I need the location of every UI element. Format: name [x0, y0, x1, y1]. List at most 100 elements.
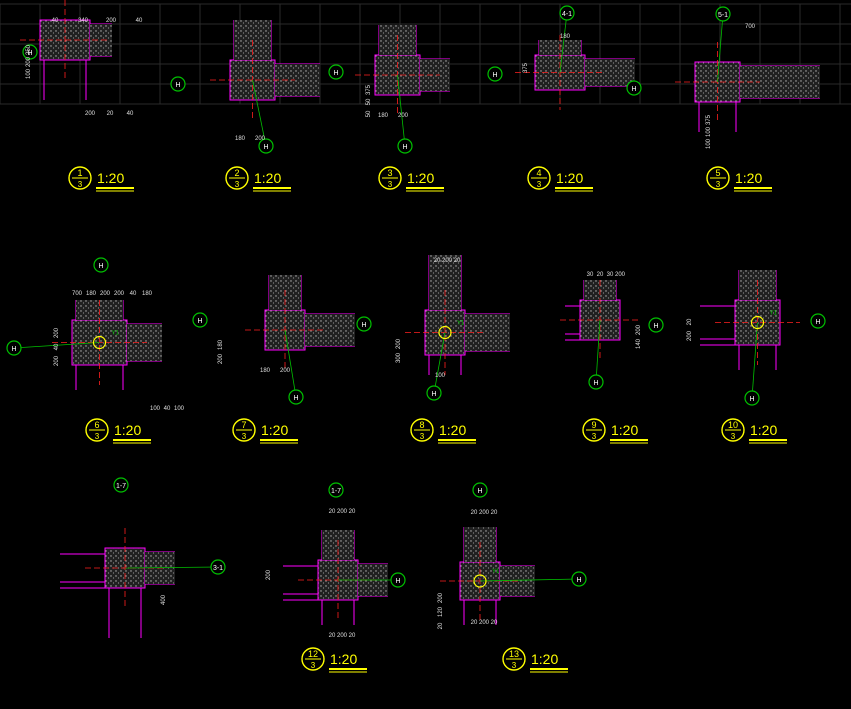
wall-hatch — [585, 59, 635, 86]
dimension-text: 250 — [26, 44, 32, 55]
axis-circle — [715, 6, 731, 22]
axis-label: H — [402, 144, 407, 151]
dimension-text: 40 — [127, 111, 134, 117]
dimension-text: 200 — [266, 569, 272, 580]
axis-bubble: H — [328, 64, 344, 80]
dimension-text: 200 — [398, 113, 409, 119]
detail-scale: 1:20 — [407, 170, 434, 186]
detail-scale: 1:20 — [330, 651, 357, 667]
axis-label: 1-7 — [116, 483, 126, 490]
axis-label: H — [749, 396, 754, 403]
axis-label: H — [477, 488, 482, 495]
axis-circle — [22, 44, 38, 60]
detail-sheet: 3 — [95, 432, 100, 441]
axis-bubble: H — [288, 389, 304, 405]
axis-bubble: H — [397, 138, 413, 154]
detail-number: 8 — [419, 420, 424, 430]
axis-bubble: 5-1 — [715, 6, 731, 22]
axis-circle — [356, 316, 372, 332]
axis-circle — [288, 389, 304, 405]
axis-bubble: H — [744, 390, 760, 406]
dimension-text: 200 — [26, 56, 32, 67]
dimension-text: 100 — [26, 68, 32, 79]
axis-label: H — [653, 323, 658, 330]
axis-circle — [487, 66, 503, 82]
dimension-text: 200 — [396, 338, 402, 349]
axis-circle — [648, 317, 664, 333]
axis-label: H — [815, 319, 820, 326]
dimension-text: 100 — [435, 373, 446, 379]
dimension-text: 20 — [491, 510, 498, 516]
dimension-text: 20 — [597, 272, 604, 278]
axis-bubble: H — [192, 312, 208, 328]
dimension-text: 200 — [636, 324, 642, 335]
detail-scale: 1:20 — [254, 170, 281, 186]
axis-circle — [810, 313, 826, 329]
axis-label: H — [631, 86, 636, 93]
detail-number: 9 — [591, 420, 596, 430]
detail-number: 5 — [715, 168, 720, 178]
axis-circle — [559, 5, 575, 21]
y1-marker-circle — [92, 335, 107, 350]
dimension-text: 20 — [434, 258, 441, 264]
dimension-text: 375 — [523, 62, 529, 73]
detail-sheet: 3 — [537, 180, 542, 189]
detail-number: 12 — [308, 649, 318, 659]
axis-label: H — [593, 380, 598, 387]
dimension-text: 200 — [54, 327, 60, 338]
dimension-text: 200 — [438, 592, 444, 603]
dimension-text: 20 — [454, 258, 461, 264]
y1-marker-circle — [750, 315, 765, 330]
dimension-text: 180 — [560, 34, 571, 40]
axis-circle — [328, 64, 344, 80]
dimension-text: 20 — [687, 318, 693, 325]
axis-label: H — [263, 144, 268, 151]
axis-label: H — [98, 263, 103, 270]
axis-leader — [717, 13, 724, 83]
y1-marker-circle — [473, 574, 487, 588]
dimension-text: 375 — [706, 114, 712, 125]
axis-bubble: H — [426, 385, 442, 401]
axis-circle — [744, 390, 760, 406]
axis-label: H — [293, 395, 298, 402]
detail-sheet: 3 — [512, 661, 517, 670]
axis-bubble: H — [487, 66, 503, 82]
axis-label: H — [175, 82, 180, 89]
dimension-text: 180 — [142, 291, 153, 297]
axis-leader — [433, 332, 446, 394]
detail-scale: 1:20 — [611, 422, 638, 438]
axis-leader — [124, 566, 219, 569]
axis-bubble: H — [472, 482, 488, 498]
dimension-text: 100 — [706, 138, 712, 149]
dimension-text: 120 — [438, 606, 444, 617]
axis-label: H — [27, 50, 32, 57]
dimension-text: 20 — [438, 622, 444, 629]
dimension-text: 30 — [607, 272, 614, 278]
detail-number: 1 — [77, 168, 82, 178]
axis-leader — [479, 578, 580, 582]
dimension-text: 20 — [107, 111, 114, 117]
axis-bubble: H — [588, 374, 604, 390]
dimension-text: 20 — [491, 620, 498, 626]
dimension-text: 200 — [255, 136, 266, 142]
dimension-text: 140 — [636, 338, 642, 349]
dimension-text: 40 — [164, 406, 171, 412]
axis-bubble: H — [626, 80, 642, 96]
axis-label: H — [492, 72, 497, 79]
detail-sheet: 3 — [592, 432, 597, 441]
